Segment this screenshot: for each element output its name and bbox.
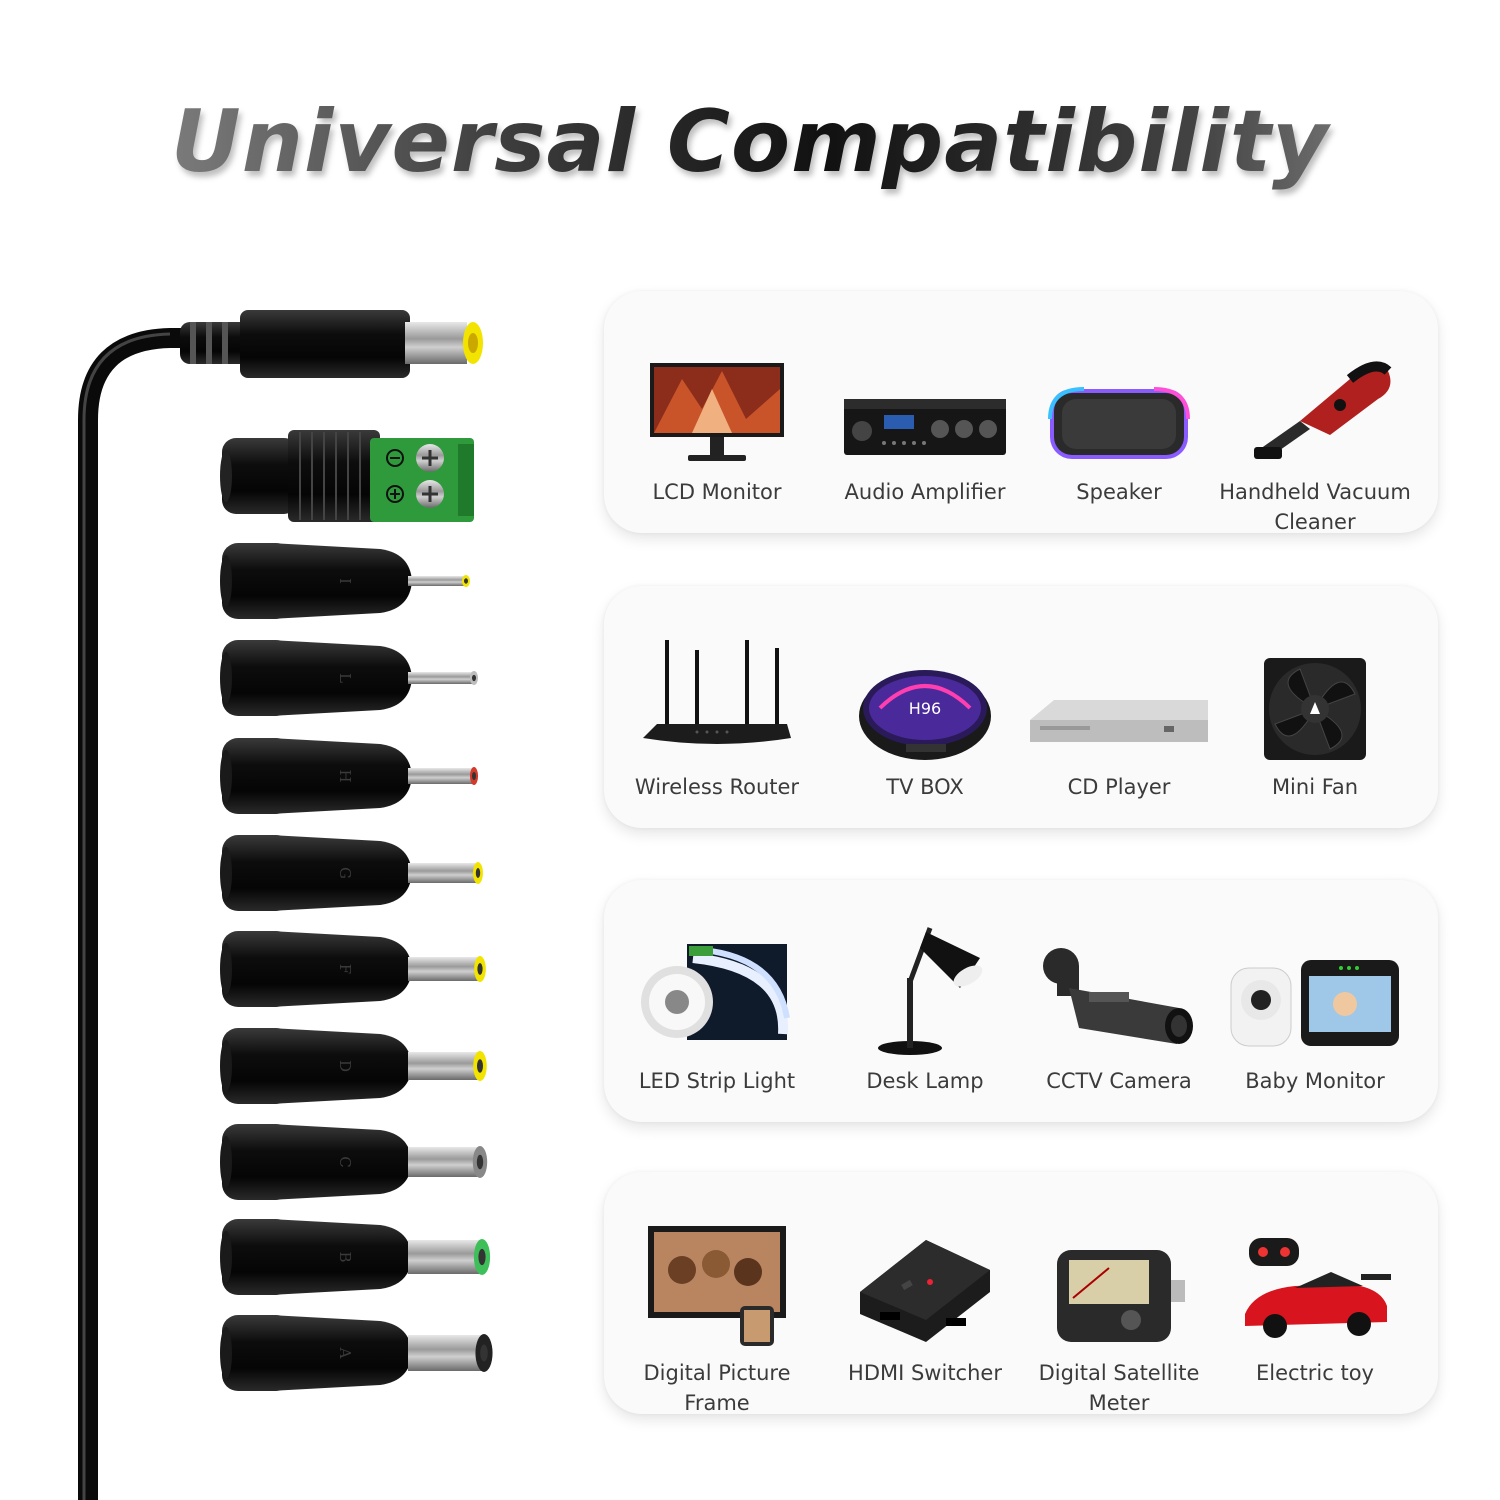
device-panel: LCD Monitor Audio Amplifier Speaker Handhel… [604,291,1438,534]
adapter-tip-letter: A [336,1347,354,1359]
main-dc-plug [180,310,483,378]
adapter-tip-letter: L [336,673,354,683]
device-label: Audio Amplifier [844,480,1006,504]
adapter-tip-l: L [220,640,478,716]
speaker-icon [1014,333,1224,469]
device-item: LED Strip Light [612,922,822,1096]
adapter-tip-letter: I [336,578,354,584]
fan-icon [1210,628,1420,764]
adapter-tip-i: I [220,543,470,619]
adapter-tip-c: C [220,1124,488,1200]
device-label: CCTV Camera [1046,1069,1192,1093]
device-item: Speaker [1014,333,1224,507]
hdmi-switcher-icon [820,1214,1030,1350]
monitor-icon [612,333,822,469]
dc-cable-with-adapters: I L H G F D C B A [0,0,560,1500]
adapter-tip-a: A [220,1315,493,1391]
device-panel: LED Strip Light Desk Lamp CCTV Camera Baby … [604,880,1438,1122]
device-item: Digital Picture Frame [612,1214,822,1418]
svg-text:H96: H96 [909,699,941,718]
device-label: Desk Lamp [866,1069,984,1093]
cctv-camera-icon [1014,922,1224,1058]
vacuum-icon [1210,333,1420,469]
adapter-tip-letter: D [336,1060,354,1072]
device-label: LCD Monitor [652,480,782,504]
device-label: LED Strip Light [638,1069,796,1093]
device-label: Speaker [1076,480,1162,504]
device-item: Digital Satellite Meter [1014,1214,1224,1418]
adapter-tip-b: B [220,1219,491,1295]
device-label: Wireless Router [634,775,800,799]
cable-illustration: I L H G F D C B A [78,310,493,1500]
page-title: Universal Compatibility [0,92,1500,192]
adapter-tip-letter: C [336,1156,354,1167]
device-panel: Digital Picture Frame HDMI Switcher Digita… [604,1172,1438,1415]
device-item: Audio Amplifier [820,333,1030,507]
adapter-tip-letter: G [336,867,354,879]
router-icon [612,628,822,764]
device-item: H96 TV BOX [820,628,1030,802]
desk-lamp-icon [820,922,1030,1058]
terminal-block-adapter [220,430,474,522]
baby-monitor-icon [1210,922,1420,1058]
device-item: Wireless Router [612,628,822,802]
adapter-tips: I L H G F D C B A [220,543,493,1391]
device-label: Digital Picture Frame [643,1361,791,1415]
adapter-tip-f: F [220,931,486,1007]
adapter-tip-h: H [220,738,479,814]
device-label: Baby Monitor [1245,1069,1385,1093]
adapter-tip-letter: B [336,1251,354,1262]
adapter-tip-g: G [220,835,483,911]
toy-car-icon [1210,1214,1420,1350]
picture-frame-icon [612,1214,822,1350]
device-label: TV BOX [886,775,964,799]
led-strip-icon [612,922,822,1058]
cd-player-icon [1014,628,1224,764]
adapter-tip-letter: H [336,769,354,782]
amplifier-icon [820,333,1030,469]
device-label: HDMI Switcher [848,1361,1002,1385]
cable-wire [78,328,200,1500]
device-item: LCD Monitor [612,333,822,507]
tv-box-icon: H96 [820,628,1030,764]
device-label: Mini Fan [1271,775,1359,799]
device-item: CCTV Camera [1014,922,1224,1096]
device-label: Digital Satellite Meter [1038,1361,1200,1415]
satellite-meter-icon [1014,1214,1224,1350]
device-label: Electric toy [1255,1361,1374,1385]
device-item: Electric toy [1210,1214,1420,1388]
device-item: Handheld Vacuum Cleaner [1210,333,1420,537]
device-item: Baby Monitor [1210,922,1420,1096]
device-item: CD Player [1014,628,1224,802]
device-label: CD Player [1067,775,1171,799]
device-item: HDMI Switcher [820,1214,1030,1388]
device-label: Handheld Vacuum Cleaner [1219,480,1411,534]
adapter-tip-letter: F [336,964,354,974]
adapter-tip-d: D [220,1028,487,1104]
device-panel: Wireless Router H96 TV BOX CD Player Mini Fa… [604,586,1438,828]
device-item: Mini Fan [1210,628,1420,802]
device-item: Desk Lamp [820,922,1030,1096]
